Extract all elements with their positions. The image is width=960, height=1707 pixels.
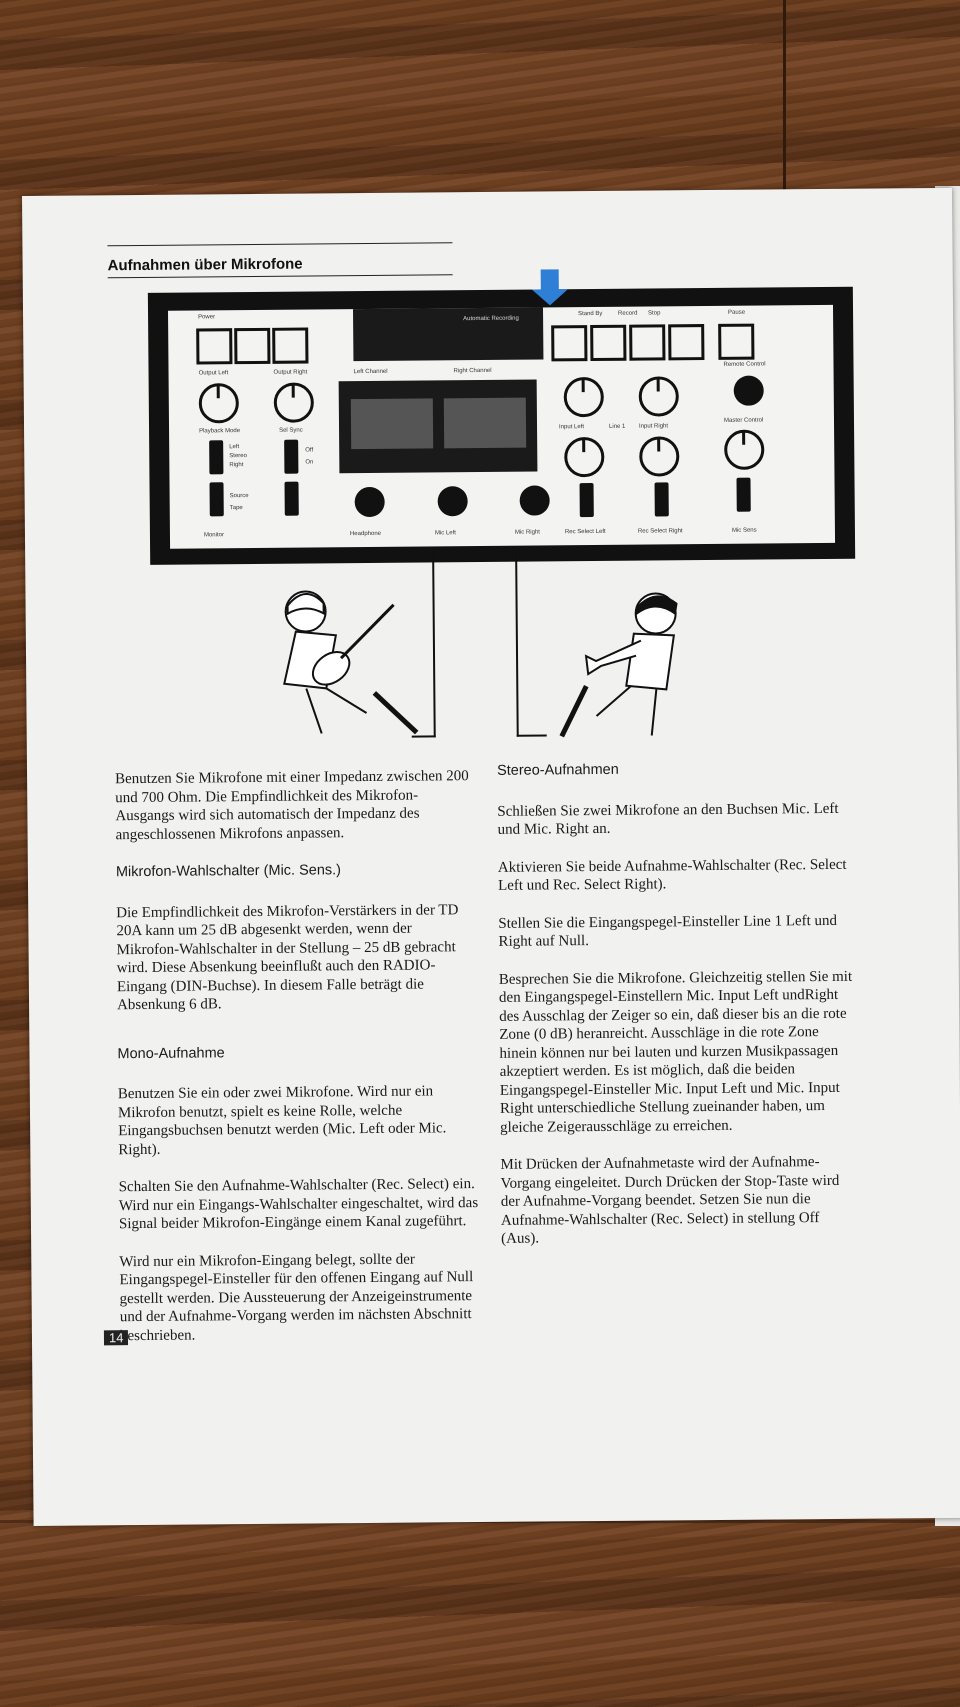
vu-meter-right — [443, 397, 527, 449]
edit-switch — [284, 481, 299, 516]
mic-right-jack — [519, 485, 550, 516]
remote-control-jack — [733, 375, 764, 406]
power-button — [196, 328, 233, 365]
mono-paragraph-1: Benutzen Sie ein oder zwei Mikrofone. Wi… — [117, 1083, 447, 1158]
label-input-left: Input Left — [559, 424, 585, 431]
label-mic-left: Mic Left — [434, 530, 457, 537]
label-headphone: Headphone — [349, 530, 382, 538]
label-stereo: Stereo — [229, 453, 247, 460]
stop-button — [629, 324, 666, 361]
panel-button-3 — [272, 327, 309, 364]
label-output-left: Output Left — [198, 370, 229, 377]
label-power: Power — [198, 314, 216, 321]
label-stand-by: Stand By — [578, 310, 603, 318]
label-automatic-recording: Automatic Recording — [463, 315, 519, 323]
output-left-knob — [198, 383, 239, 424]
mic-input-left-knob — [563, 376, 604, 418]
label-rec-select-left: Rec Select Left — [564, 528, 606, 536]
stereo-paragraph-4: Besprechen Sie die Mikrofone. Gleichzeit… — [498, 968, 853, 1136]
rec-select-left-switch — [579, 483, 594, 518]
wood-seam — [783, 0, 786, 190]
stereo-paragraph-5: Mit Drücken der Aufnahmetaste wird der A… — [500, 1154, 840, 1247]
label-sel-sync-on: On — [305, 459, 314, 466]
line-input-left-knob — [564, 436, 605, 478]
vu-meter-left — [350, 398, 434, 450]
heading-rule-bottom — [107, 274, 453, 279]
mic-right-cable-end — [516, 734, 547, 737]
mono-paragraph-2: Schalten Sie den Aufnahme-Wahlschalter (… — [118, 1176, 479, 1233]
label-left-channel: Left Channel — [353, 368, 388, 376]
vu-meters — [338, 379, 538, 474]
page-heading: Aufnahmen über Mikrofone — [107, 255, 303, 275]
guitarist-illustration — [283, 590, 419, 735]
rec-select-right-switch — [654, 482, 669, 517]
page-number: 14 — [103, 1330, 129, 1346]
pause-button — [718, 323, 755, 360]
label-rec-select-right: Rec Select Right — [637, 528, 683, 535]
line-input-right-knob — [639, 436, 680, 477]
label-input-right: Input Right — [639, 423, 669, 430]
label-master-control: Master Control — [723, 417, 764, 424]
mic-input-right-knob — [638, 376, 679, 417]
label-left: Left — [229, 444, 240, 451]
forward-button — [668, 324, 705, 361]
playback-mode-switch — [209, 440, 224, 475]
mono-heading: Mono-Aufnahme — [117, 1044, 225, 1062]
mic-sens-heading: Mikrofon-Wahlschalter (Mic. Sens.) — [115, 862, 342, 881]
left-text-column: Benutzen Sie Mikrofone mit einer Impedan… — [115, 767, 480, 1364]
label-source: Source — [229, 493, 249, 500]
mic-sens-paragraph: Die Empfindlichkeit des Mikrofon-Verstär… — [116, 901, 459, 1014]
label-stop: Stop — [648, 310, 661, 317]
label-monitor: Monitor — [203, 532, 225, 539]
monitor-switch — [209, 482, 224, 517]
label-sel-sync: Sel Sync — [279, 427, 303, 434]
blue-arrow-icon — [540, 269, 559, 292]
label-playback-mode: Playback Mode — [199, 428, 241, 435]
headphone-jack — [354, 486, 385, 518]
heading-rule-top — [107, 242, 453, 247]
tape-deck-panel-illustration: Power Automatic Recording Output Left Ou… — [147, 286, 856, 565]
stereo-paragraph-3: Stellen Sie die Eingangspegel-Einsteller… — [498, 912, 838, 950]
stereo-paragraph-1: Schließen Sie zwei Mikrofone an den Buch… — [497, 800, 839, 838]
record-button — [590, 324, 627, 362]
label-mic-sens: Mic Sens — [731, 527, 757, 534]
label-output-right: Output Right — [273, 369, 308, 376]
mic-sens-switch — [736, 477, 751, 512]
automatic-recording-display: Automatic Recording — [352, 307, 544, 362]
label-sel-sync-off: Off — [305, 447, 314, 454]
panel-button-2 — [234, 327, 271, 365]
label-pause: Pause — [728, 309, 746, 316]
panel-face: Power Automatic Recording Output Left Ou… — [168, 304, 836, 549]
label-right-channel: Right Channel — [453, 367, 492, 375]
label-record: Record — [618, 310, 638, 317]
stereo-heading: Stereo-Aufnahmen — [496, 761, 619, 779]
label-line1: Line 1 — [609, 423, 626, 430]
sel-sync-switch — [284, 439, 299, 474]
right-text-column: Stereo-Aufnahmen Schließen Sie zwei Mikr… — [497, 759, 861, 1268]
label-right: Right — [229, 462, 244, 469]
mono-paragraph-3: Wird nur ein Mikrofon-Eingang belegt, so… — [119, 1251, 474, 1344]
label-remote-control: Remote Control — [723, 361, 766, 368]
intro-paragraph: Benutzen Sie Mikrofone mit einer Impedan… — [115, 768, 469, 843]
label-mic-right: Mic Right — [514, 529, 540, 536]
manual-page: Aufnahmen über Mikrofone Power Automatic… — [22, 187, 960, 1526]
mic-right-cable — [515, 546, 519, 737]
label-tape: Tape — [229, 505, 243, 512]
stereo-paragraph-2: Aktivieren Sie beide Aufnahme-Wahlschalt… — [497, 856, 847, 894]
stand-by-button — [551, 325, 588, 362]
trumpeter-illustration — [559, 592, 678, 738]
mic-left-jack — [437, 486, 468, 517]
output-right-knob — [273, 382, 314, 423]
master-control-knob — [724, 429, 765, 470]
